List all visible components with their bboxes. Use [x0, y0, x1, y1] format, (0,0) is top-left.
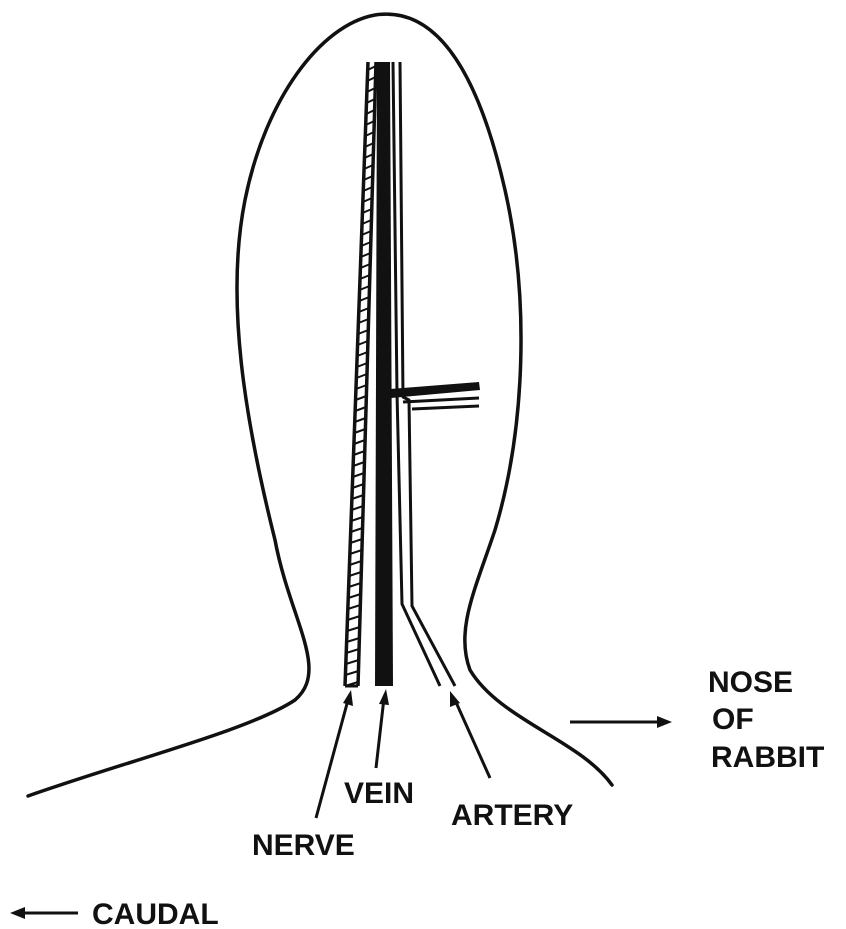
vein-arrowhead: [379, 689, 389, 705]
artery-branch-lower: [412, 406, 479, 409]
nerve-vessel: [345, 62, 376, 686]
vein-vessel: [375, 62, 393, 686]
ear-outline: [28, 14, 612, 796]
artery-branch-upper: [403, 398, 479, 402]
vein-pointer-arrow: [376, 698, 384, 768]
artery-label: ARTERY: [451, 799, 573, 832]
nerve-label: NERVE: [252, 829, 355, 862]
nose-label-line3: RABBIT: [711, 741, 824, 774]
nose-label-line1: NOSE: [708, 666, 793, 699]
nerve-hatch-rung: [346, 649, 359, 653]
nose-label-line2: OF: [712, 703, 754, 736]
caudal-arrowhead: [10, 907, 25, 919]
nose-arrowhead: [657, 716, 672, 728]
nerve-hatch-rung: [346, 660, 359, 664]
artery-outer-wall: [400, 62, 455, 686]
nerve-hatch-rung: [347, 627, 360, 631]
nerve-arrowhead: [343, 690, 353, 706]
caudal-label: CAUDAL: [92, 898, 219, 929]
nerve-hatch-rung: [347, 616, 360, 620]
vein-label: VEIN: [344, 777, 414, 810]
nerve-hatch-rung: [345, 671, 358, 675]
artery-pointer-arrow: [455, 700, 490, 778]
artery-vessel: [393, 62, 455, 686]
nerve-hatch-rung: [347, 638, 360, 642]
